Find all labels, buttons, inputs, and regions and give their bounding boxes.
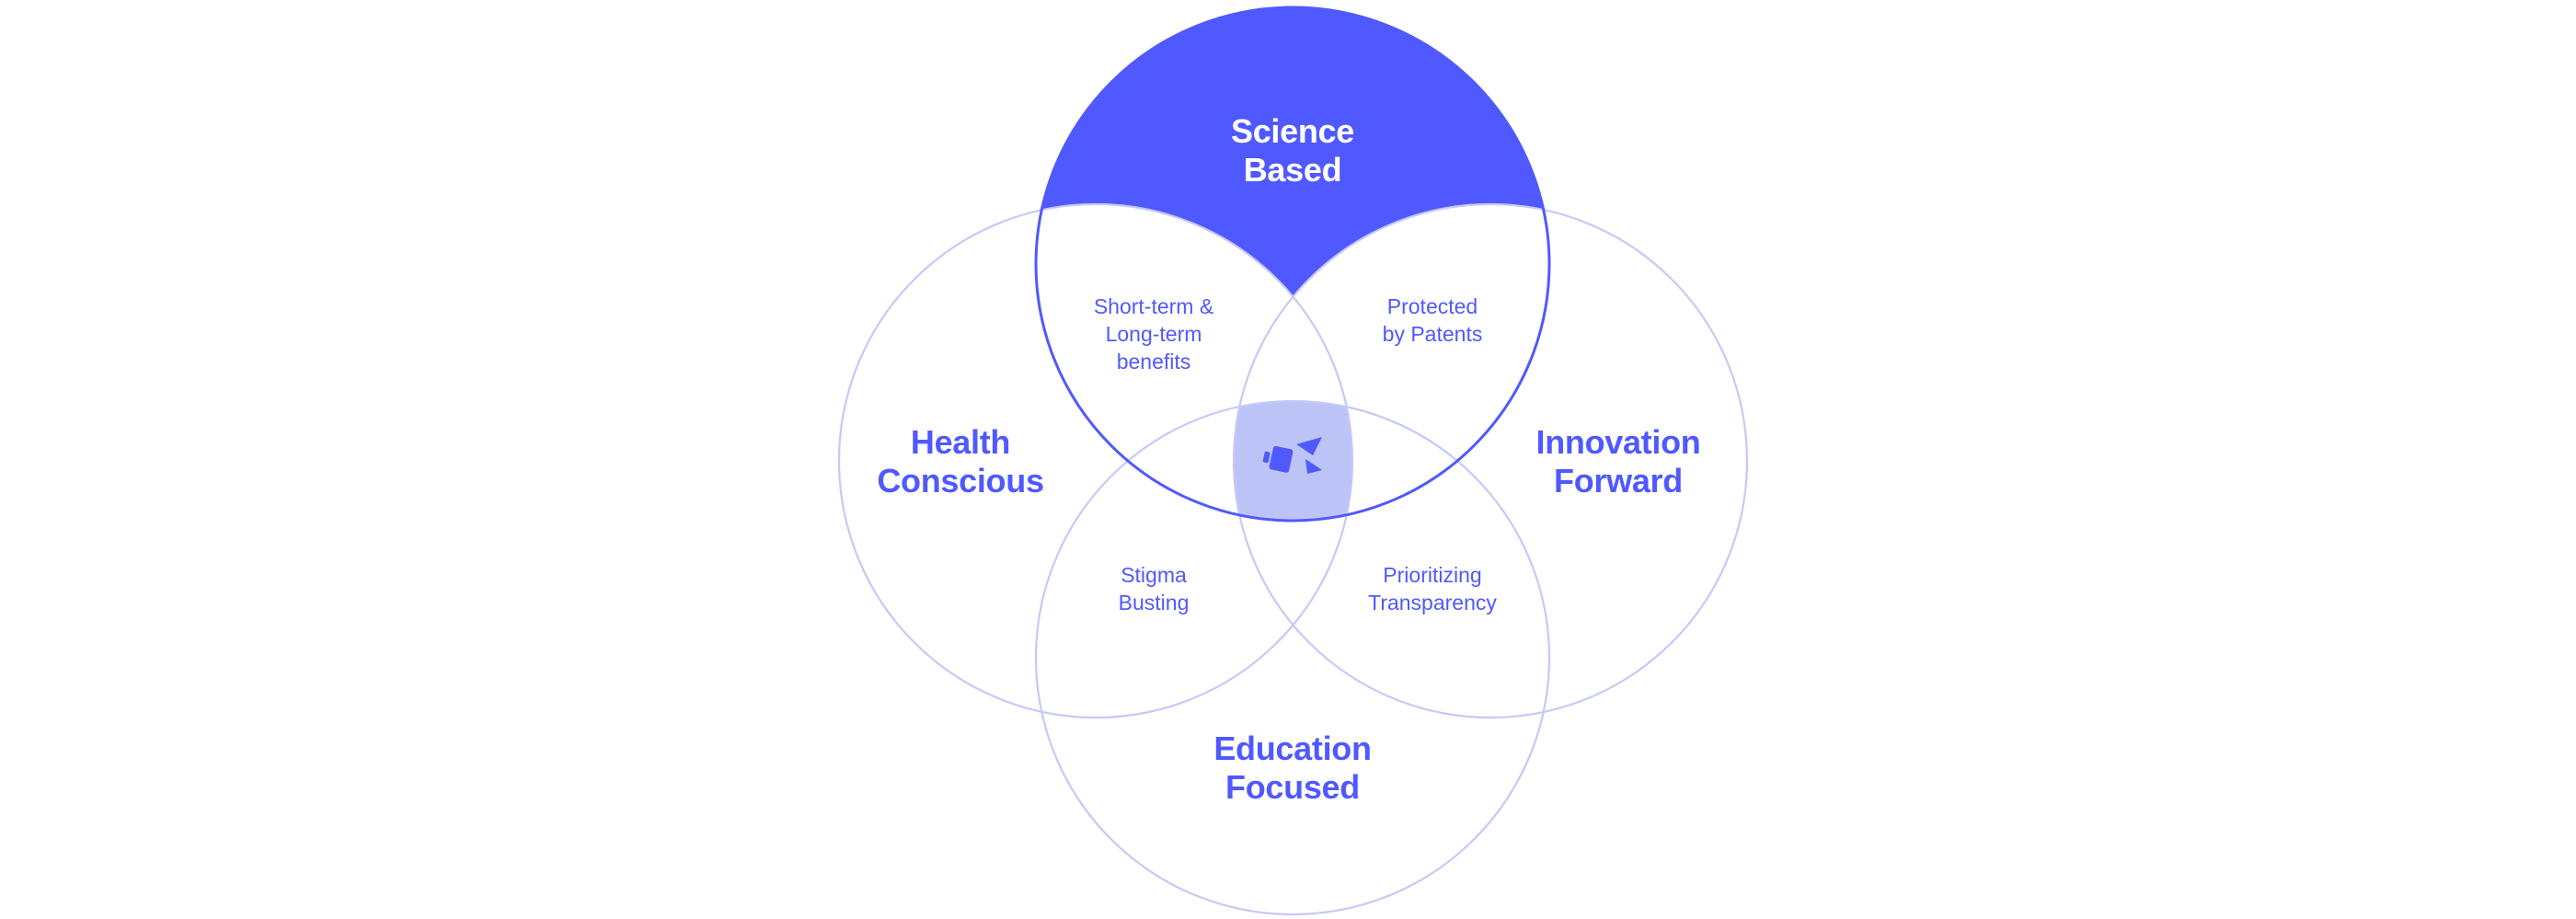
right-circle — [1232, 202, 1749, 719]
health-conscious-label: Health Conscious — [877, 423, 1044, 500]
stigma-busting-label: Stigma Busting — [1118, 563, 1190, 615]
innovation-forward-label: Innovation Forward — [1535, 423, 1701, 500]
education-focused-label: Education Focused — [1213, 729, 1372, 806]
science-based-label: Science Based — [1231, 112, 1354, 189]
bottom-circle — [1034, 399, 1551, 916]
science-region-fill — [1036, 7, 1549, 521]
top-circle — [1034, 6, 1551, 523]
prioritizing-transparency-label: Prioritizing Transparency — [1368, 563, 1497, 615]
short-long-term-benefits-label: Short-term & Long-term benefits — [1093, 294, 1214, 373]
protected-by-patents-label: Protected by Patents — [1382, 294, 1483, 346]
brand-logo-icon — [1262, 437, 1322, 474]
center-intersection — [1234, 401, 1352, 521]
left-circle — [837, 202, 1354, 719]
